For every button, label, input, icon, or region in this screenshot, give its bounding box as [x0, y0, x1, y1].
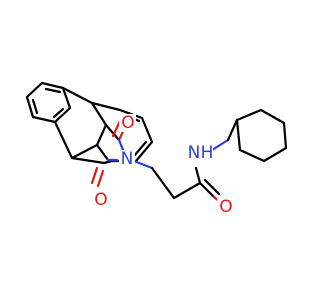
- hydrogen-label: H: [201, 143, 214, 163]
- cyclohexyl-ring: [210, 108, 288, 163]
- atom-n-imide: N: [119, 149, 135, 169]
- linker-chain: [132, 159, 222, 204]
- oxygen-label: O: [94, 190, 107, 210]
- benzo-ring: [25, 81, 72, 124]
- nitrogen-label: N: [121, 149, 134, 169]
- structure-canvas: O N O O N H: [25, 81, 288, 217]
- atom-o-bottom: O: [92, 190, 109, 210]
- bicyclic-core: [53, 86, 154, 165]
- oxygen-label: O: [219, 197, 232, 217]
- imide-carbonyls: [90, 119, 128, 188]
- nitrogen-label: N: [188, 143, 201, 163]
- oxygen-label: O: [121, 113, 134, 133]
- atom-nh-amide: N H: [185, 143, 213, 163]
- atom-o-amide: O: [217, 197, 234, 217]
- atom-o-top: O: [119, 113, 136, 133]
- molecule-diagram: O N O O N H: [25, 81, 288, 217]
